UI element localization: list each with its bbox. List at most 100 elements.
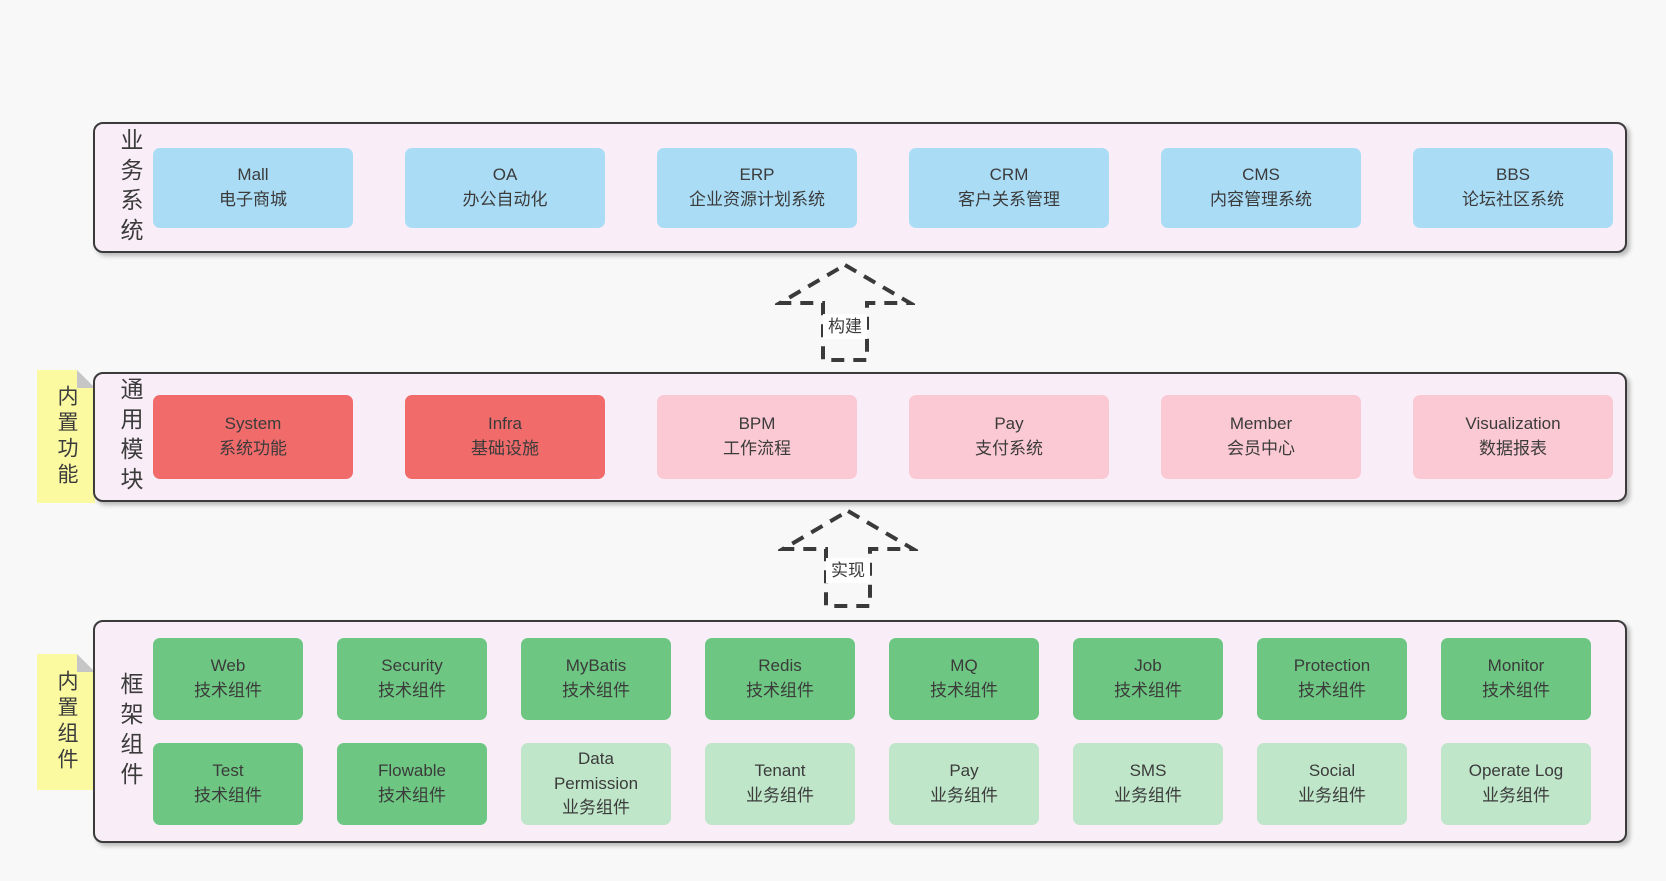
box-subtitle: 支付系统: [975, 439, 1043, 458]
components-rows: Web 技术组件 Security 技术组件 MyBatis 技术组件 Redi…: [153, 638, 1625, 825]
box-system: System 系统功能: [153, 395, 353, 479]
box-operate-log: Operate Log 业务组件: [1441, 743, 1591, 825]
box-visualization: Visualization 数据报表: [1413, 395, 1613, 479]
layer-framework-components: 框架组件 Web 技术组件 Security 技术组件 MyBatis 技术组件…: [93, 620, 1627, 843]
box-subtitle: 内容管理系统: [1210, 189, 1312, 209]
box-social: Social 业务组件: [1257, 743, 1407, 825]
box-data-permission: Data Permission 业务组件: [521, 743, 671, 825]
box-title: System: [224, 414, 282, 434]
box-bpm: BPM 工作流程: [657, 395, 857, 479]
box-protection: Protection 技术组件: [1257, 638, 1407, 720]
box-title: Pay: [949, 761, 979, 781]
box-pay: Pay 支付系统: [909, 395, 1109, 479]
box-subtitle: 电子商城: [219, 189, 287, 209]
box-subtitle: 客户关系管理: [958, 189, 1060, 209]
box-subtitle: 办公自动化: [462, 189, 548, 209]
box-title: BPM: [738, 414, 776, 434]
layer-business-systems: 业务系统 Mall 电子商城 OA 办公自动化 ERP 企业资源计划系统 CRM…: [93, 122, 1627, 253]
box-subtitle: 技术组件: [1114, 681, 1182, 700]
box-title: Social: [1308, 761, 1356, 781]
box-subtitle: 技术组件: [1482, 681, 1550, 700]
box-subtitle: 技术组件: [378, 681, 446, 700]
box-subtitle: 系统功能: [219, 439, 287, 458]
modules-row: System 系统功能 Infra 基础设施 BPM 工作流程 Pay 支付系统…: [153, 395, 1625, 479]
build-arrow-icon: [775, 262, 915, 362]
business-row: Mall 电子商城 OA 办公自动化 ERP 企业资源计划系统 CRM 客户关系…: [153, 147, 1625, 228]
box-title: Test: [212, 761, 244, 781]
box-title: Security: [381, 656, 443, 676]
implement-arrow-icon: [778, 508, 918, 608]
box-title: Operate Log: [1468, 761, 1564, 781]
box-title: Protection: [1293, 656, 1371, 676]
business-rows: Mall 电子商城 OA 办公自动化 ERP 企业资源计划系统 CRM 客户关系…: [153, 147, 1625, 228]
layer-label-framework-components: 框架组件: [117, 671, 143, 792]
box-title: MyBatis: [565, 656, 627, 676]
implement-arrow-label: 实现: [778, 556, 918, 583]
box-oa: OA 办公自动化: [405, 147, 605, 228]
box-subtitle: 数据报表: [1479, 439, 1547, 458]
layer-common-modules: 通用模块 System 系统功能 Infra 基础设施 BPM 工作流程 Pay…: [93, 372, 1627, 502]
box-job: Job 技术组件: [1073, 638, 1223, 720]
box-title: Web: [210, 656, 246, 676]
box-subtitle: 工作流程: [723, 439, 791, 458]
box-title: Redis: [758, 656, 802, 676]
box-title: CRM: [989, 164, 1029, 184]
box-mybatis: MyBatis 技术组件: [521, 638, 671, 720]
build-arrow-text: 构建: [823, 314, 867, 339]
box-cms: CMS 内容管理系统: [1161, 147, 1361, 228]
box-subtitle: 技术组件: [194, 681, 262, 700]
box-test: Test 技术组件: [153, 743, 303, 825]
box-title: Monitor: [1487, 656, 1545, 676]
box-subtitle: 业务组件: [1482, 786, 1550, 805]
build-arrow-label: 构建: [775, 312, 915, 339]
box-infra: Infra 基础设施: [405, 395, 605, 479]
box-subtitle: 技术组件: [930, 681, 998, 700]
box-mall: Mall 电子商城: [153, 147, 353, 228]
box-title: SMS: [1129, 761, 1167, 781]
box-member: Member 会员中心: [1161, 395, 1361, 479]
box-title: Tenant: [754, 761, 806, 781]
box-tenant: Tenant 业务组件: [705, 743, 855, 825]
box-title: BBS: [1495, 164, 1531, 184]
box-subtitle: 业务组件: [930, 786, 998, 805]
box-subtitle: 论坛社区系统: [1462, 189, 1564, 209]
box-subtitle: 技术组件: [1298, 681, 1366, 700]
box-subtitle: 企业资源计划系统: [689, 189, 825, 209]
components-row-1: Web 技术组件 Security 技术组件 MyBatis 技术组件 Redi…: [153, 638, 1625, 720]
box-pay-biz: Pay 业务组件: [889, 743, 1039, 825]
implement-arrow-text: 实现: [826, 558, 870, 583]
box-title: Visualization: [1465, 414, 1561, 434]
box-redis: Redis 技术组件: [705, 638, 855, 720]
box-title: MQ: [950, 656, 978, 676]
box-subtitle: 业务组件: [562, 798, 630, 818]
box-title: Data Permission: [553, 749, 639, 793]
box-title: Mall: [237, 164, 269, 184]
box-title: Infra: [487, 414, 523, 434]
box-title: Pay: [994, 414, 1024, 434]
box-subtitle: 会员中心: [1227, 439, 1295, 458]
box-crm: CRM 客户关系管理: [909, 147, 1109, 228]
box-subtitle: 技术组件: [562, 681, 630, 700]
box-sms: SMS 业务组件: [1073, 743, 1223, 825]
box-subtitle: 技术组件: [746, 681, 814, 700]
box-title: OA: [492, 164, 518, 184]
components-row-2: Test 技术组件 Flowable 技术组件 Data Permission …: [153, 743, 1625, 825]
layer-label-business-systems: 业务系统: [117, 127, 143, 248]
box-monitor: Monitor 技术组件: [1441, 638, 1591, 720]
note-text: 内置组件: [55, 670, 78, 774]
box-mq: MQ 技术组件: [889, 638, 1039, 720]
box-security: Security 技术组件: [337, 638, 487, 720]
sticky-note-built-in-features: 内置功能: [37, 370, 95, 503]
box-title: Member: [1229, 414, 1293, 434]
box-subtitle: 业务组件: [1298, 786, 1366, 805]
sticky-note-built-in-components: 内置组件: [37, 654, 95, 790]
box-subtitle: 技术组件: [194, 786, 262, 805]
box-title: Flowable: [377, 761, 447, 781]
box-title: ERP: [739, 164, 775, 184]
box-web: Web 技术组件: [153, 638, 303, 720]
box-title: CMS: [1242, 164, 1280, 184]
box-title: Job: [1134, 656, 1162, 676]
box-bbs: BBS 论坛社区系统: [1413, 147, 1613, 228]
modules-rows: System 系统功能 Infra 基础设施 BPM 工作流程 Pay 支付系统…: [153, 395, 1625, 479]
